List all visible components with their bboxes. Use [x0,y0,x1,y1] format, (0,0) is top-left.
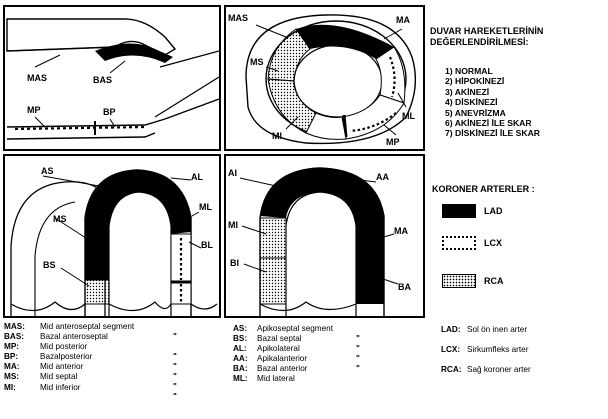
abbrev-row: MI:Mid inferior [4,383,134,393]
label-ma: MA [396,15,410,25]
abbrev-row: BS:Bazal septal [233,334,333,344]
label-ai: AI [228,168,237,178]
apical-4c-drawing: AS AL MS ML BS BL [5,156,219,316]
wall-motion-title-line2: DEĞERLENDİRİLMESİ: [430,37,543,48]
lad-legend-label: LAD [484,206,503,216]
ditto-mark: " [173,362,177,371]
label-ml: ML [402,111,415,121]
wall-motion-item: 2) HİPOKİNEZİ [445,76,540,86]
abbrev-row: MAS:Mid anteroseptal segment [4,322,134,332]
label-ma: MA [394,226,408,236]
abbrev-list-2: AS:Apikoseptal segment BS:Bazal septal A… [233,324,333,385]
wall-motion-item: 1) NORMAL [445,66,540,76]
wall-motion-title: DUVAR HAREKETLERİNİN DEĞERLENDİRİLMESİ: [430,26,543,48]
abbrev-row: BP:Bazalposterior [4,352,134,362]
label-ba: BA [398,282,411,292]
ditto-mark: " [356,364,360,373]
abbrev-row: MA:Mid anterior [4,362,134,372]
apical-2c-drawing: AI AA MI MA BI BA [226,156,423,316]
label-mi: MI [272,131,282,141]
wall-motion-item: 3) AKİNEZİ [445,87,540,97]
short-axis-drawing: MAS MA MS ML MI MP [226,7,423,149]
ditto-mark: " [356,354,360,363]
abbrev-row: BAS:Bazal anteroseptal [4,332,134,342]
lcx-swatch [442,236,476,250]
wall-motion-list: 1) NORMAL 2) HİPOKİNEZİ 3) AKİNEZİ 4) Dİ… [445,66,540,139]
wall-motion-item: 5) ANEVRİZMA [445,108,540,118]
abbrev-row: MP:Mid posterior [4,342,134,352]
label-mas: MAS [228,13,248,23]
abbrev-row: AS:Apikoseptal segment [233,324,333,334]
ditto-mark: " [173,392,177,401]
long-axis-drawing: MAS BAS MP BP [5,7,219,149]
abbrev-row: LCX:Sirkumfleks arter [441,340,531,360]
rca-swatch [442,274,476,288]
label-aa: AA [376,172,389,182]
lad-swatch [442,204,476,218]
ditto-mark: " [356,344,360,353]
abbrev-row: AL:Apikolateral [233,344,333,354]
abbrev-list-3: LAD:Sol ön inen arter LCX:Sirkumfleks ar… [441,320,531,380]
abbrev-list-1: MAS:Mid anteroseptal segment BAS:Bazal a… [4,322,134,393]
abbrev-row: BA:Bazal anterior [233,364,333,374]
wall-motion-title-line1: DUVAR HAREKETLERİNİN [430,26,543,37]
view-parasternal-long-axis: MAS BAS MP BP [3,5,221,151]
wall-motion-item: 4) DİSKİNEZİ [445,97,540,107]
lcx-legend-label: LCX [484,238,502,248]
abbrev-row: ML:Mid lateral [233,374,333,384]
wall-motion-item: 6) AKİNEZİ İLE SKAR [445,118,540,128]
label-mi: MI [228,220,238,230]
label-al: AL [191,172,203,182]
ditto-mark: " [356,334,360,343]
abbrev-row: RCA:Sağ koroner arter [441,360,531,380]
label-bl: BL [201,240,213,250]
label-mp: MP [27,105,41,115]
label-as: AS [41,166,54,176]
ditto-mark: " [173,352,177,361]
view-apical-four-chamber: AS AL MS ML BS BL [3,154,221,318]
label-bs: BS [43,260,56,270]
ditto-mark: " [173,382,177,391]
view-short-axis: MAS MA MS ML MI MP [224,5,425,151]
ditto-mark: " [173,372,177,381]
label-ms: MS [53,214,67,224]
label-bp: BP [103,107,116,117]
rca-legend-label: RCA [484,276,504,286]
wall-motion-item: 7) DİSKİNEZİ İLE SKAR [445,128,540,138]
label-bi: BI [230,258,239,268]
view-apical-two-chamber: AI AA MI MA BI BA [224,154,425,318]
abbrev-row: AA:Apikalanterior [233,354,333,364]
ditto-mark: " [173,332,177,341]
label-mp: MP [386,137,400,147]
label-bas: BAS [93,75,112,85]
label-ml: ML [199,202,212,212]
label-mas: MAS [27,73,47,83]
abbrev-row: LAD:Sol ön inen arter [441,320,531,340]
anterior-wall-lad [320,168,384,304]
coronary-title: KORONER ARTERLER : [432,184,535,194]
label-ms: MS [250,57,264,67]
abbrev-row: MS:Mid septal [4,372,134,382]
